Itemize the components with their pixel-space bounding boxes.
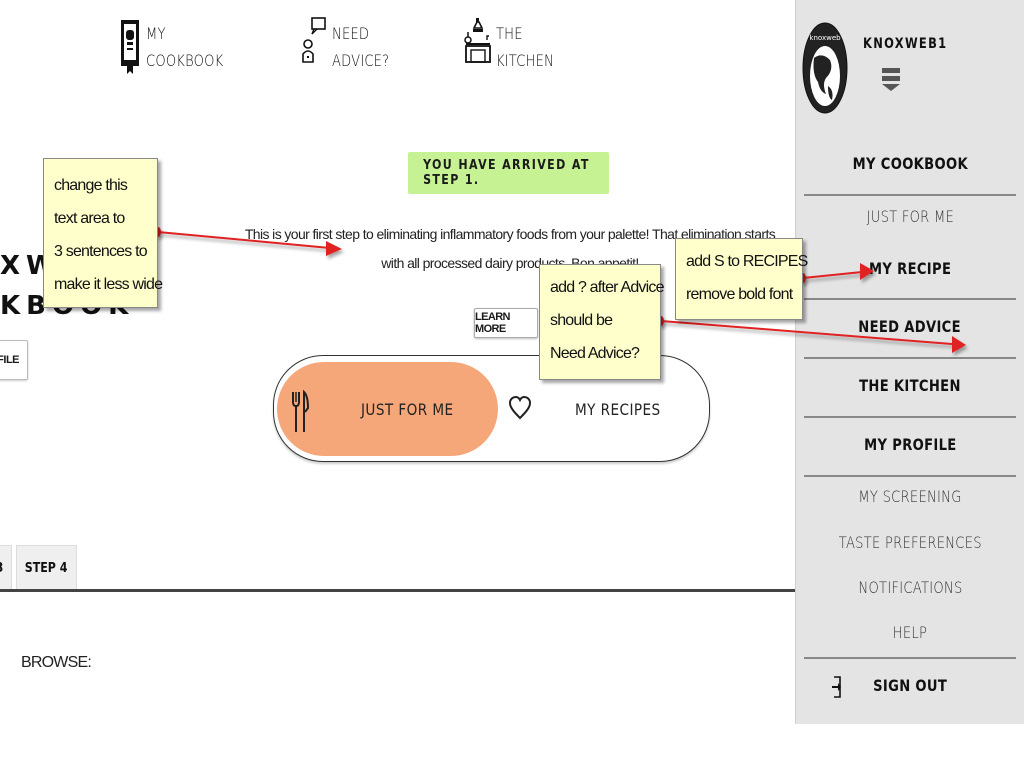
toggle-my-recipes[interactable]: MY RECIPES xyxy=(502,362,702,456)
sidebar-item-need-advice[interactable]: NEED ADVICE xyxy=(804,317,1016,336)
sidebar-item-help[interactable]: HELP xyxy=(804,623,1016,642)
username: KNOXWEB1 xyxy=(863,36,948,52)
sidebar-item-label: MY RECIPE xyxy=(868,259,952,278)
sidebar-item-label: NEED ADVICE xyxy=(858,317,962,336)
learn-more-button[interactable]: LEARN MORE xyxy=(474,308,538,338)
kitchen-icon xyxy=(464,16,492,78)
sidebar-divider xyxy=(804,416,1016,418)
sidebar-divider xyxy=(804,657,1016,659)
sidebar-item-just-for-me[interactable]: JUST FOR ME xyxy=(804,207,1016,226)
toggle-label: MY RECIPES xyxy=(575,400,661,419)
toggle-just-for-me[interactable]: JUST FOR ME xyxy=(277,362,498,456)
note-line: Need Advice? xyxy=(550,345,640,362)
note-line: text area to xyxy=(54,210,125,227)
browse-label: BROWSE: xyxy=(21,654,92,671)
sidebar-item-label: NOTIFICATIONS xyxy=(857,578,963,597)
profile-button[interactable]: OFILE xyxy=(0,340,28,380)
cookbook-toggle: JUST FOR ME MY RECIPES xyxy=(273,355,710,462)
nav-label-line2: KITCHEN xyxy=(496,51,555,70)
tab-label: 3 xyxy=(0,561,4,576)
sign-out-button[interactable]: SIGN OUT xyxy=(804,676,1016,695)
advice-person-icon xyxy=(300,16,328,78)
tab-step-3[interactable]: 3 xyxy=(0,545,12,591)
sidebar-item-my-screening[interactable]: MY SCREENING xyxy=(804,487,1016,506)
sidebar-item-label: MY PROFILE xyxy=(863,435,957,454)
note-line: add S to RECIPES xyxy=(686,253,808,270)
tab-step-4[interactable]: STEP 4 xyxy=(16,545,77,591)
nav-label-line1: THE xyxy=(496,24,523,43)
sidebar-item-label: JUST FOR ME xyxy=(866,207,954,226)
tab-label: STEP 4 xyxy=(25,561,68,576)
fork-knife-icon xyxy=(291,389,310,439)
user-sidebar: knoxweb KNOXWEB1 MY COOKBOOK JUST FOR ME… xyxy=(795,0,1024,724)
nav-label-line1: NEED xyxy=(332,24,370,43)
sidebar-item-the-kitchen[interactable]: THE KITCHEN xyxy=(804,376,1016,395)
step-banner: YOU HAVE ARRIVED AT STEP 1. xyxy=(408,152,609,194)
annotation-note: add S to RECIPES remove bold font xyxy=(675,238,808,320)
nav-label-line1: MY xyxy=(146,24,166,43)
cookbook-icon xyxy=(118,16,142,78)
sidebar-item-notifications[interactable]: NOTIFICATIONS xyxy=(804,578,1016,597)
note-line: 3 sentences to xyxy=(54,243,148,260)
annotation-note: change this text area to 3 sentences to … xyxy=(43,158,163,308)
sidebar-item-taste-preferences[interactable]: TASTE PREFERENCES xyxy=(804,533,1016,552)
nav-my-cookbook[interactable]: MY COOKBOOK xyxy=(118,16,240,78)
sidebar-divider xyxy=(804,357,1016,359)
menu-toggle-icon[interactable] xyxy=(882,68,900,91)
sign-out-icon xyxy=(832,676,842,703)
step-banner-text: YOU HAVE ARRIVED AT STEP 1. xyxy=(423,158,590,188)
toggle-label: JUST FOR ME xyxy=(361,400,454,419)
sidebar-item-my-recipe[interactable]: MY RECIPE xyxy=(804,259,1016,278)
sidebar-item-label: MY COOKBOOK xyxy=(852,154,968,173)
sidebar-item-my-profile[interactable]: MY PROFILE xyxy=(804,435,1016,454)
note-line: remove bold font xyxy=(686,286,793,303)
sidebar-item-label: MY SCREENING xyxy=(858,487,962,506)
nav-label-line2: ADVICE? xyxy=(332,51,390,70)
tab-divider xyxy=(0,589,796,592)
avatar-text: knoxweb xyxy=(809,34,841,42)
note-line: make it less wide xyxy=(54,276,163,293)
annotation-note: add ? after Advice should be Need Advice… xyxy=(539,264,664,380)
nav-label-line2: COOKBOOK xyxy=(146,51,224,70)
sidebar-item-my-cookbook[interactable]: MY COOKBOOK xyxy=(804,154,1016,173)
note-line: should be xyxy=(550,312,613,329)
sidebar-item-label: TASTE PREFERENCES xyxy=(838,533,982,552)
nav-need-advice[interactable]: NEED ADVICE? xyxy=(300,16,402,78)
sidebar-divider xyxy=(804,194,1016,196)
heart-icon xyxy=(508,395,532,425)
sidebar-item-label: THE KITCHEN xyxy=(859,376,961,395)
sign-out-label: SIGN OUT xyxy=(872,676,948,695)
sidebar-divider xyxy=(804,298,1016,300)
sidebar-item-label: HELP xyxy=(892,623,928,642)
note-line: change this xyxy=(54,177,128,194)
note-line: add ? after Advice xyxy=(550,279,664,296)
sidebar-divider xyxy=(804,475,1016,477)
avatar[interactable]: knoxweb xyxy=(802,8,848,114)
nav-the-kitchen[interactable]: THE KITCHEN xyxy=(464,16,567,78)
